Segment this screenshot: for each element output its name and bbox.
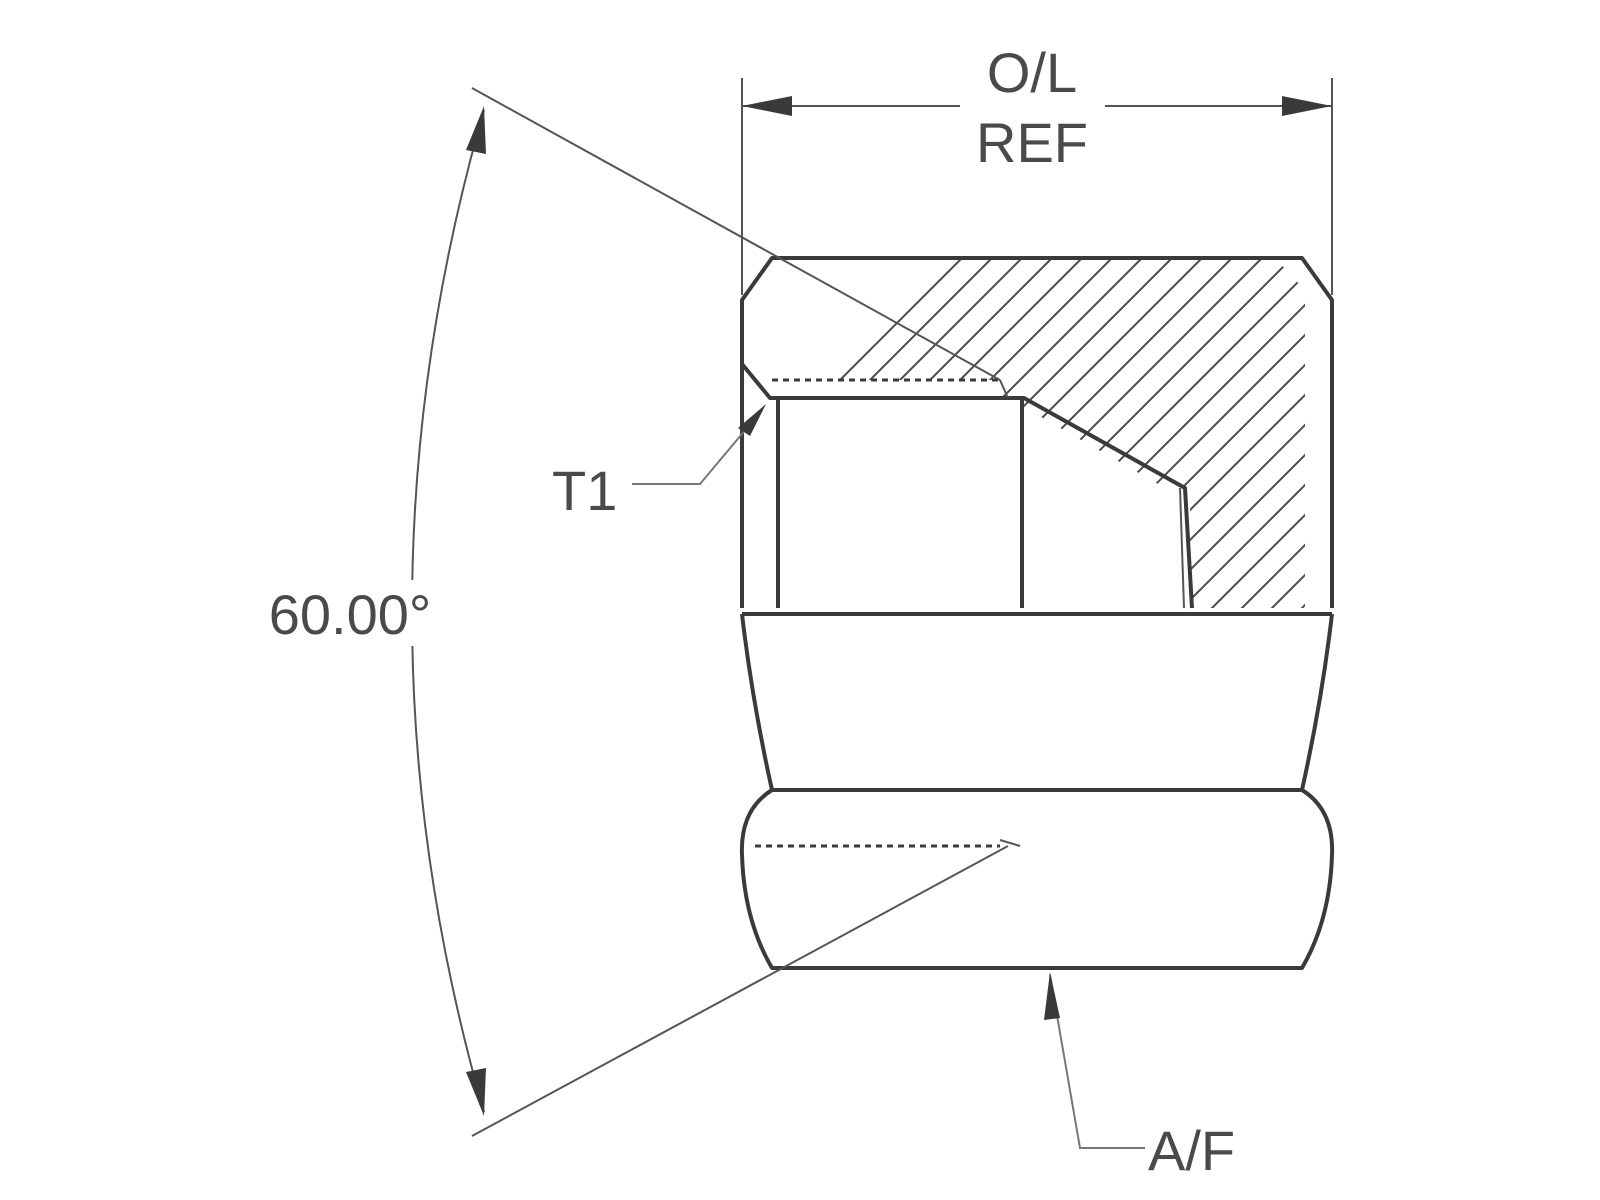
t1-arrowhead bbox=[738, 404, 766, 436]
af-leader-line bbox=[1049, 974, 1145, 1149]
angle-extension-lower bbox=[471, 845, 1009, 1137]
hatch-line bbox=[1530, 240, 1600, 620]
angle-arrowhead-top bbox=[466, 106, 486, 154]
hatch-line bbox=[899, 258, 1281, 608]
hatch-line bbox=[839, 258, 1221, 608]
hatch-line bbox=[959, 258, 1305, 608]
hatch-line bbox=[1470, 240, 1600, 620]
angle-extension-upper bbox=[471, 87, 1001, 381]
hatch-line bbox=[1320, 240, 1600, 620]
angle-arrowhead-bottom bbox=[466, 1068, 486, 1116]
overall-length-dimension: O/L REF bbox=[741, 41, 1333, 295]
hatch-line bbox=[1289, 258, 1305, 608]
hatch-line bbox=[929, 258, 1305, 608]
hatch-line bbox=[730, 258, 1011, 608]
thread-end bbox=[999, 379, 1009, 399]
angle-label-mask bbox=[250, 580, 456, 646]
af-label: A/F bbox=[1148, 1119, 1235, 1182]
hatch-line bbox=[1109, 258, 1305, 608]
hatch-line bbox=[1199, 258, 1305, 608]
nut-body bbox=[739, 256, 1335, 970]
hatch-line bbox=[869, 258, 1251, 608]
seat-edge bbox=[1179, 487, 1185, 609]
hatch-line bbox=[730, 258, 981, 608]
hex-hidden-end bbox=[999, 839, 1021, 847]
arrowhead-right bbox=[1282, 96, 1332, 116]
hatch-line bbox=[1079, 258, 1305, 608]
hatch-line bbox=[1410, 240, 1600, 620]
across-flats-callout: A/F bbox=[1044, 972, 1235, 1182]
hatch-line bbox=[1019, 258, 1305, 608]
hatch-line bbox=[1139, 258, 1305, 608]
ref-label: REF bbox=[976, 111, 1088, 174]
ol-label: O/L bbox=[987, 41, 1077, 104]
hatch-line bbox=[749, 258, 1131, 608]
af-arrowhead bbox=[1044, 972, 1060, 1020]
outer-outline-upper bbox=[740, 256, 1334, 608]
hatch-line bbox=[1500, 240, 1600, 620]
hatch-line bbox=[1169, 258, 1305, 608]
arrowhead-left bbox=[742, 96, 792, 116]
t1-leader-line bbox=[632, 409, 763, 485]
hatch-line bbox=[1049, 258, 1305, 608]
hatch-line bbox=[1259, 258, 1305, 608]
hatch-line bbox=[1350, 240, 1600, 620]
hatch-line bbox=[779, 258, 1161, 608]
t1-label: T1 bbox=[552, 459, 617, 522]
hatch-line bbox=[1380, 240, 1600, 620]
hatch-line bbox=[1590, 240, 1600, 620]
hatch-line bbox=[1229, 258, 1305, 608]
hex-flat-upper bbox=[740, 613, 1334, 792]
hatch-line bbox=[1560, 240, 1600, 620]
angle-label: 60.00° bbox=[269, 583, 432, 646]
hatch-line bbox=[809, 258, 1191, 608]
hatch-line bbox=[1440, 240, 1600, 620]
angle-dimension: 60.00° bbox=[250, 87, 1009, 1137]
hatch-line bbox=[989, 258, 1305, 608]
bore-profile bbox=[740, 362, 1194, 609]
hex-flat-lower bbox=[739, 788, 1335, 970]
thread-callout: T1 bbox=[552, 404, 766, 522]
